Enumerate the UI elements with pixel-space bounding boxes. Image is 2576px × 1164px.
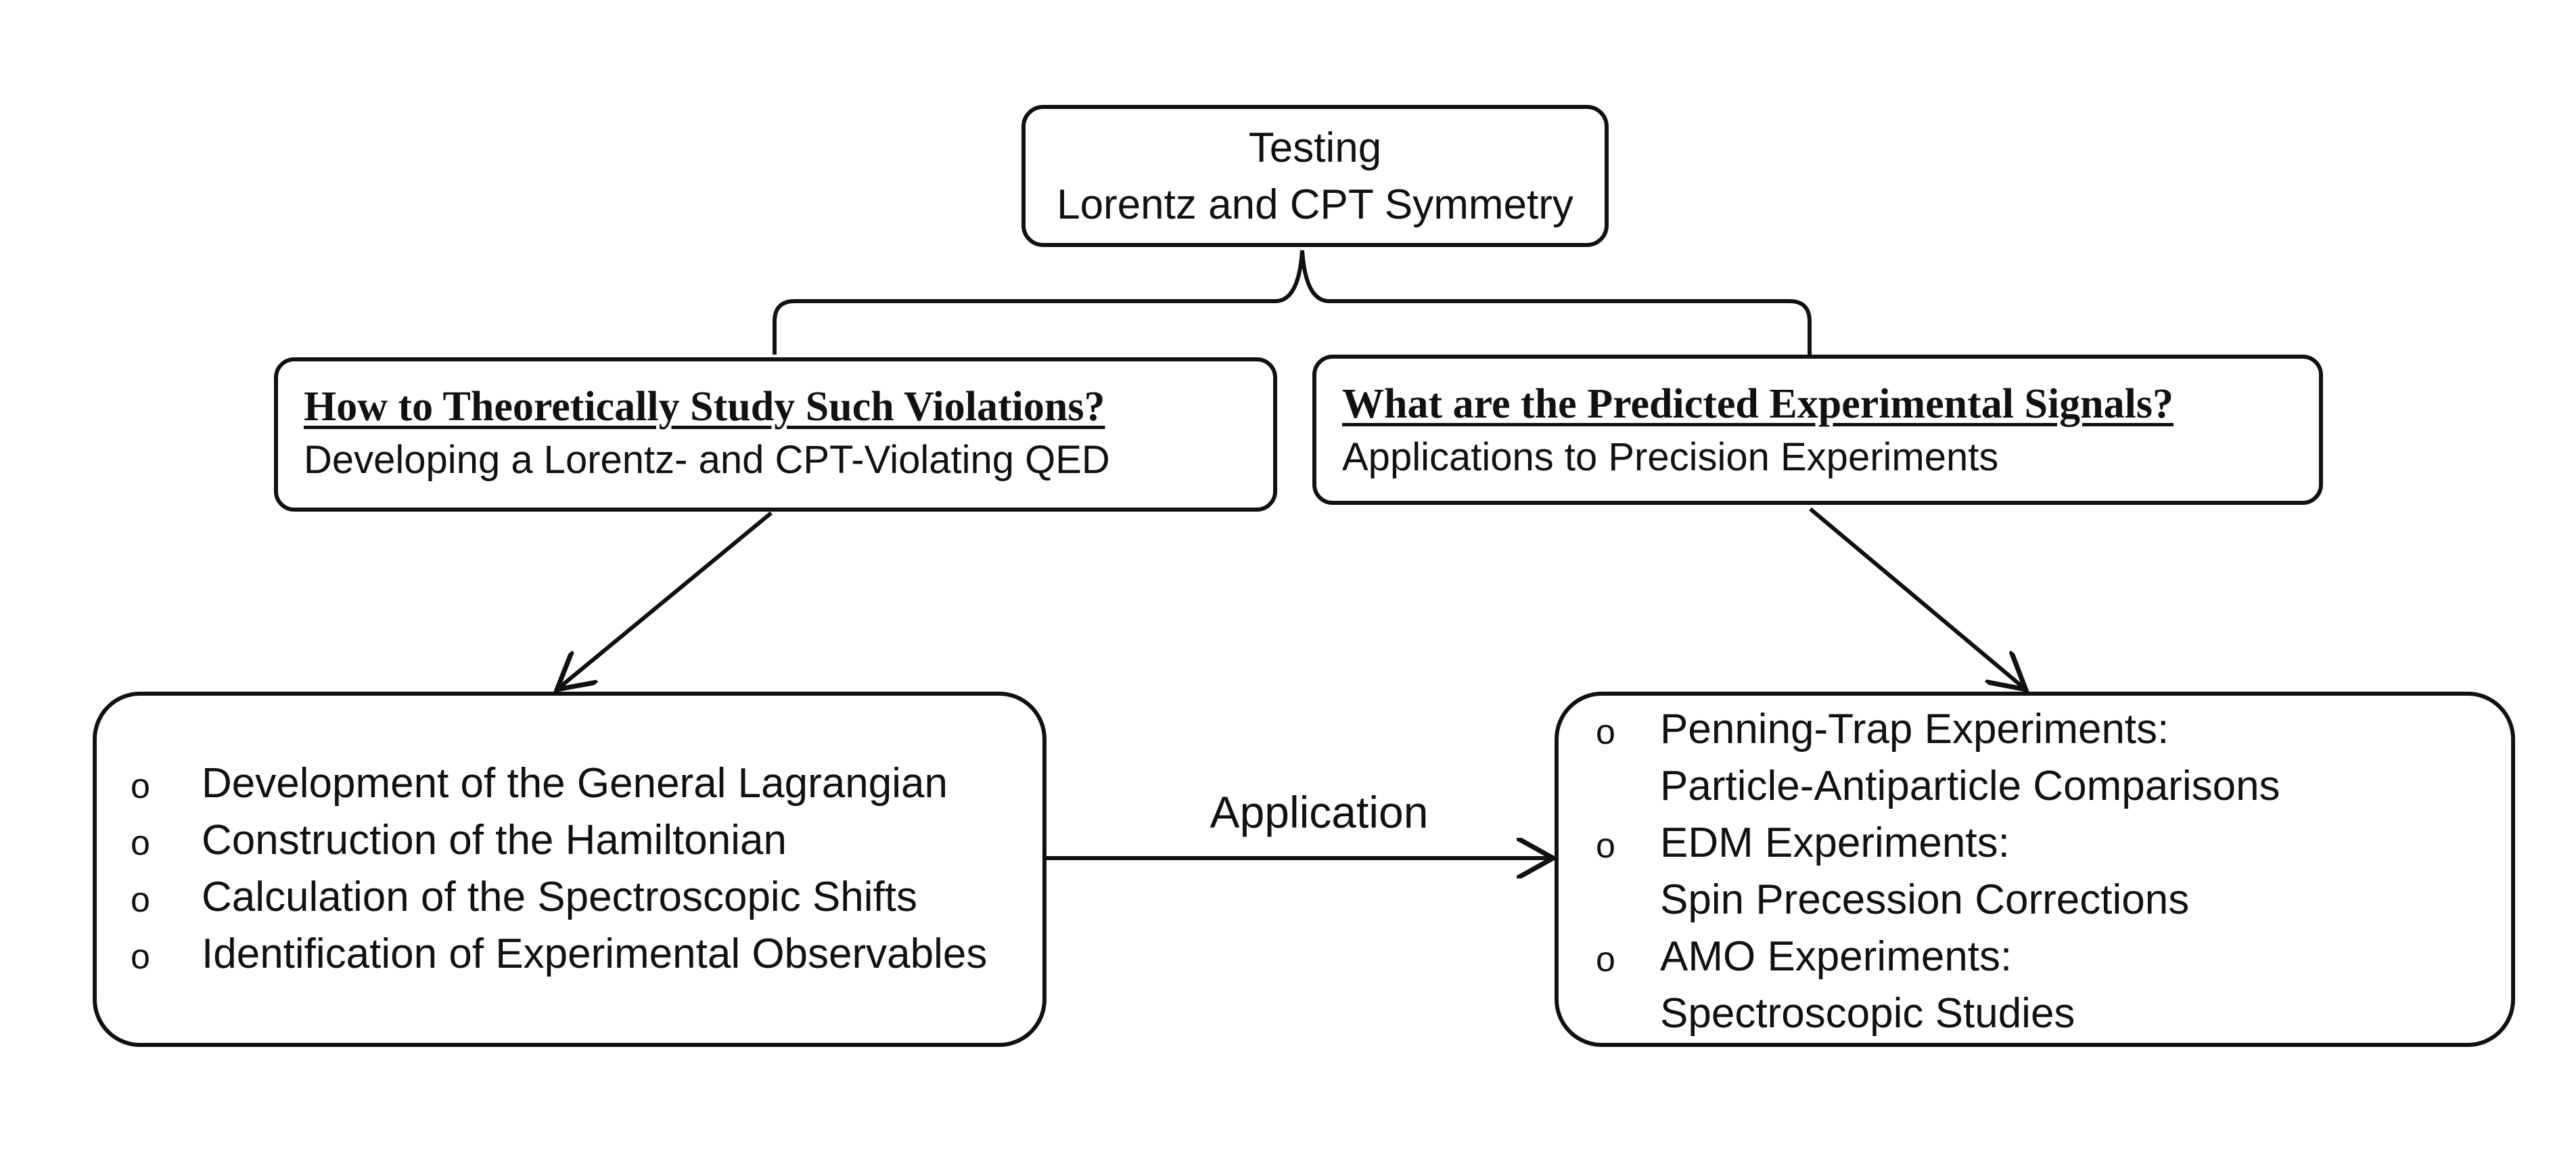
bullet-marker: o bbox=[1596, 713, 1615, 752]
list-item-text: Calculation of the Spectroscopic Shifts bbox=[202, 874, 917, 920]
list-item: o Identification of Experimental Observa… bbox=[97, 926, 1042, 983]
brace-connector bbox=[773, 250, 1812, 355]
bullet-marker: o bbox=[1596, 826, 1615, 866]
signals-question-box: What are the Predicted Experimental Sign… bbox=[1312, 355, 2323, 505]
root-topic-line1: Testing bbox=[1248, 125, 1382, 171]
list-item: o Construction of the Hamiltonian bbox=[97, 812, 1042, 869]
list-item: o Calculation of the Spectroscopic Shift… bbox=[97, 869, 1042, 926]
signals-question-heading: What are the Predicted Experimental Sign… bbox=[1342, 381, 2174, 427]
root-topic-line2: Lorentz and CPT Symmetry bbox=[1057, 181, 1573, 228]
bullet-marker: o bbox=[131, 767, 150, 806]
bullet-marker: o bbox=[131, 824, 150, 863]
arrow-theory-to-steps bbox=[560, 511, 773, 687]
bullet-marker: o bbox=[131, 880, 150, 920]
bullet-marker: o bbox=[131, 937, 150, 977]
list-item: o Penning-Trap Experiments: Particle-Ant… bbox=[1559, 701, 2511, 815]
arrow-signals-to-experiments bbox=[1809, 507, 2023, 687]
root-topic-box: Testing Lorentz and CPT Symmetry bbox=[1021, 105, 1609, 247]
experiment-detail: Spin Precession Corrections bbox=[1660, 876, 2190, 923]
experiment-title: AMO Experiments: bbox=[1660, 933, 2013, 980]
theory-question-heading: How to Theoretically Study Such Violatio… bbox=[304, 384, 1105, 430]
list-item: o Development of the General Lagrangian bbox=[97, 755, 1042, 812]
bullet-marker: o bbox=[1596, 940, 1615, 979]
theory-question-box: How to Theoretically Study Such Violatio… bbox=[274, 357, 1277, 512]
application-label: Application bbox=[1210, 787, 1429, 837]
theory-steps-box: o Development of the General Lagrangian … bbox=[93, 692, 1046, 1047]
experiment-detail: Spectroscopic Studies bbox=[1660, 990, 2075, 1037]
list-item-text: Development of the General Lagrangian bbox=[202, 760, 948, 807]
theory-steps-list: o Development of the General Lagrangian … bbox=[97, 755, 1042, 983]
list-item-text: Identification of Experimental Observabl… bbox=[202, 931, 988, 977]
signals-question-subheading: Applications to Precision Experiments bbox=[1342, 435, 1999, 479]
list-item-text: Construction of the Hamiltonian bbox=[202, 817, 787, 864]
list-item: o EDM Experiments: Spin Precession Corre… bbox=[1559, 815, 2511, 928]
experiment-detail: Particle-Antiparticle Comparisons bbox=[1660, 763, 2280, 809]
experiments-box: o Penning-Trap Experiments: Particle-Ant… bbox=[1555, 692, 2515, 1047]
list-item: o AMO Experiments: Spectroscopic Studies bbox=[1559, 928, 2511, 1042]
experiment-title: EDM Experiments: bbox=[1660, 820, 2010, 866]
experiment-title-suffix: : bbox=[2157, 706, 2169, 753]
theory-question-subheading: Developing a Lorentz- and CPT-Violating … bbox=[304, 438, 1110, 482]
experiment-title: Penning-Trap Experiments bbox=[1660, 706, 2158, 753]
experiments-list: o Penning-Trap Experiments: Particle-Ant… bbox=[1559, 701, 2511, 1042]
